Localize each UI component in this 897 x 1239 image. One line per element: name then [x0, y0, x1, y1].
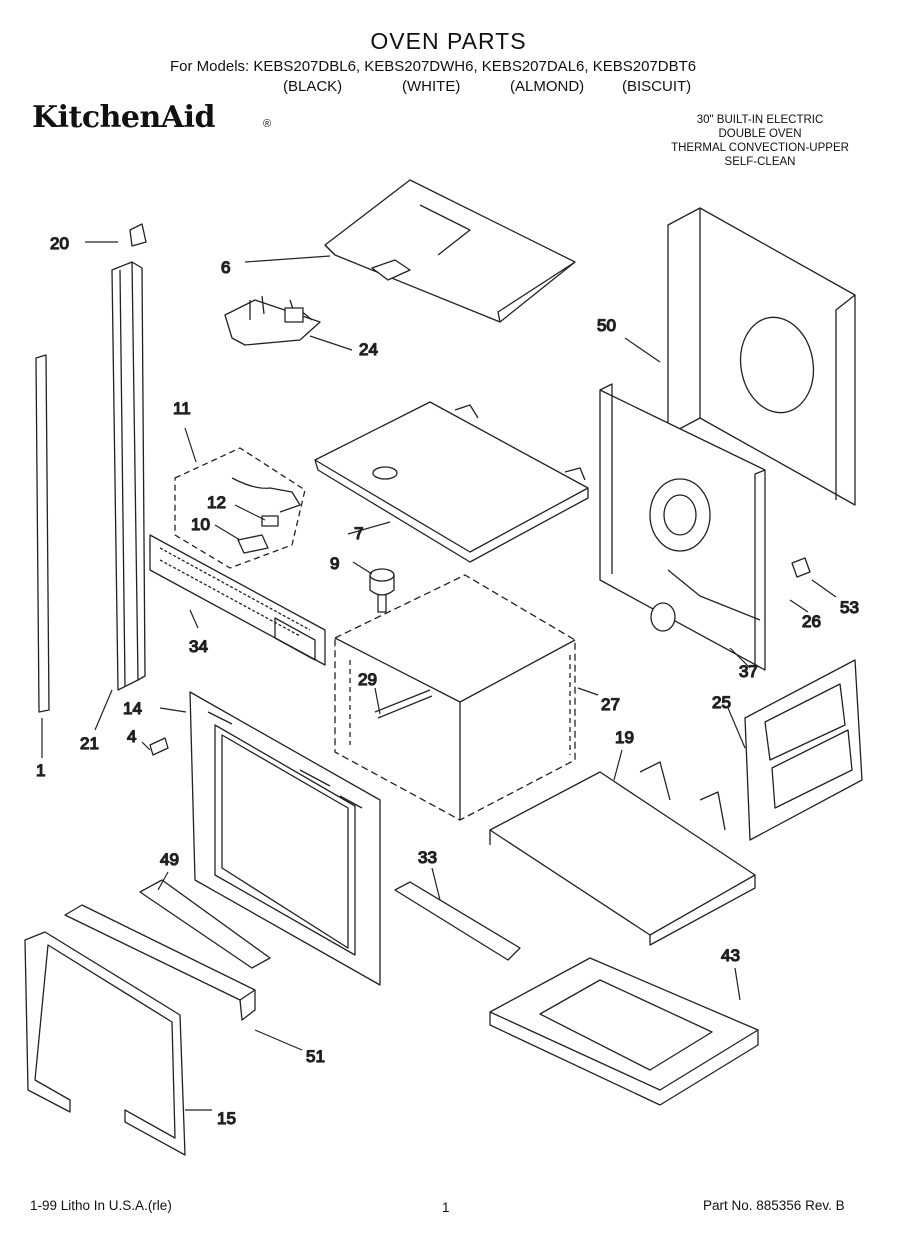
callout-4: 4	[127, 727, 136, 746]
part-37-gasket	[650, 602, 676, 632]
callout-19: 19	[615, 728, 634, 747]
product-description: 30" BUILT-IN ELECTRIC DOUBLE OVEN THERMA…	[640, 113, 880, 169]
part-9-fan-motor	[369, 568, 395, 613]
color-almond: (ALMOND)	[510, 78, 585, 95]
part-15-door-gasket	[24, 931, 186, 1156]
color-biscuit: (BISCUIT)	[622, 78, 692, 95]
callout-7: 7	[354, 524, 363, 543]
color-black: (BLACK)	[283, 78, 343, 95]
callout-53: 53	[840, 598, 859, 617]
callout-49: 49	[160, 850, 179, 869]
callout-25: 25	[712, 693, 731, 712]
callout-24: 24	[359, 340, 378, 359]
part-33-trim	[394, 881, 521, 961]
color-white: (WHITE)	[402, 78, 461, 95]
part-53-clip	[791, 557, 811, 578]
brand-logo: KitchenAid	[32, 100, 215, 135]
callout-43: 43	[721, 946, 740, 965]
callout-37: 37	[739, 662, 758, 681]
callout-51: 51	[306, 1047, 325, 1066]
callout-34: 34	[189, 637, 208, 656]
callout-6: 6	[221, 258, 230, 277]
leader-lines	[41, 241, 837, 1111]
callout-21: 21	[80, 734, 99, 753]
part-14-front-frame	[189, 691, 381, 986]
callout-20: 20	[50, 234, 69, 253]
part-29-element	[374, 689, 433, 719]
description-line: 30" BUILT-IN ELECTRIC	[696, 114, 824, 126]
part-26-convection-panel	[599, 383, 766, 671]
page-title: OVEN PARTS	[370, 28, 527, 54]
part-25-side-panel	[744, 659, 863, 841]
description-line: DOUBLE OVEN	[718, 128, 802, 140]
description-line: THERMAL CONVECTION-UPPER	[671, 142, 849, 154]
part-43-bottom-tray	[489, 957, 759, 1106]
part-7-top-panel	[314, 401, 589, 563]
part-19-bottom-panel	[489, 761, 756, 946]
part-49-trim	[139, 879, 271, 969]
models-line: For Models: KEBS207DBL6, KEBS207DWH6, KE…	[170, 58, 697, 75]
callout-27: 27	[601, 695, 620, 714]
description-line: SELF-CLEAN	[724, 156, 796, 168]
callout-12: 12	[207, 493, 226, 512]
part-1-side-trim	[35, 354, 50, 713]
part-20-clip	[129, 223, 147, 247]
callout-1: 1	[36, 761, 45, 780]
page-number: 1	[442, 1200, 450, 1215]
part-51-vent-trim	[64, 904, 256, 1021]
part-number: Part No. 885356 Rev. B	[703, 1198, 845, 1213]
callout-9: 9	[330, 554, 339, 573]
part-21-vertical-channel	[111, 261, 146, 691]
callout-10: 10	[191, 515, 210, 534]
callout-33: 33	[418, 848, 437, 867]
callout-26: 26	[802, 612, 821, 631]
callout-50: 50	[597, 316, 616, 335]
part-24-bracket	[224, 295, 321, 346]
part-4-screw	[149, 737, 169, 756]
callout-29: 29	[358, 670, 377, 689]
part-34-control-panel	[149, 534, 326, 666]
brand-registered-mark: ®	[263, 118, 272, 130]
callout-14: 14	[123, 699, 142, 718]
callout-15: 15	[217, 1109, 236, 1128]
part-27-oven-cavity	[334, 574, 576, 821]
part-50-rear-panel	[667, 207, 856, 506]
callout-11: 11	[173, 399, 191, 418]
part-6-top-shield	[324, 179, 576, 323]
footer-litho: 1-99 Litho In U.S.A.(rle)	[30, 1198, 172, 1213]
